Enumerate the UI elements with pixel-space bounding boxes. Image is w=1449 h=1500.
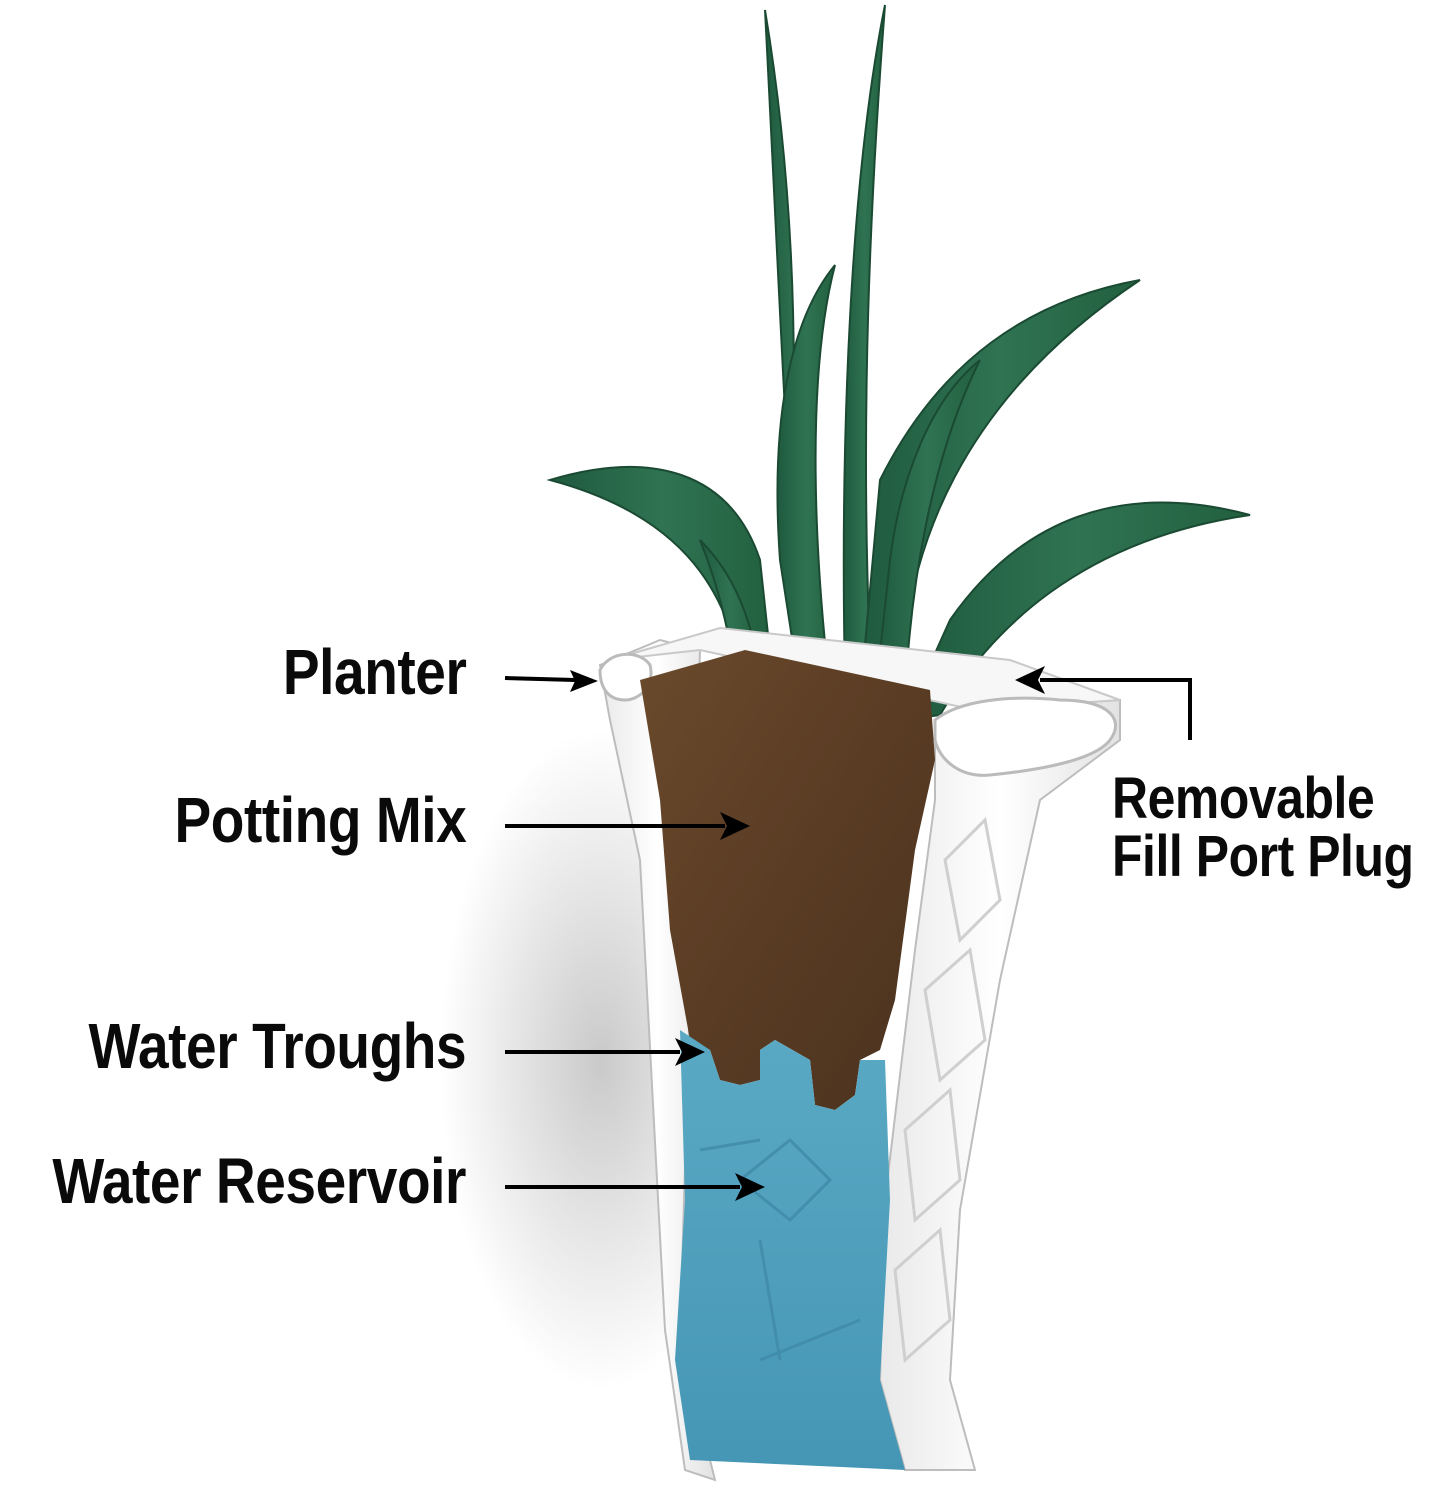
reservoir-lattice <box>699 1137 861 1362</box>
label-water-reservoir: Water Reservoir <box>52 1145 466 1217</box>
water-reservoir <box>675 1030 905 1470</box>
planter-rim <box>609 626 1121 712</box>
arrow-water-reservoir <box>505 1173 765 1201</box>
label-fill-port-plug: Removable Fill Port Plug <box>1112 770 1414 886</box>
potting-mix <box>640 650 935 1110</box>
callout-arrows <box>504 666 1192 1201</box>
plant-leaves <box>546 4 1251 722</box>
planter-rim-curl <box>933 696 1117 777</box>
arrow-planter <box>504 670 598 692</box>
arrow-potting-mix <box>505 812 750 840</box>
label-fill-port-plug-line2: Fill Port Plug <box>1112 824 1414 889</box>
planter-right-wall <box>878 698 1121 1471</box>
arrow-fill-port-plug <box>1015 666 1192 740</box>
arrow-water-troughs <box>505 1038 705 1066</box>
label-potting-mix: Potting Mix <box>174 784 466 856</box>
label-planter: Planter <box>282 636 466 708</box>
lattice-pattern <box>893 816 1002 1364</box>
label-water-troughs: Water Troughs <box>88 1010 466 1082</box>
label-fill-port-plug-line1: Removable <box>1112 766 1375 831</box>
